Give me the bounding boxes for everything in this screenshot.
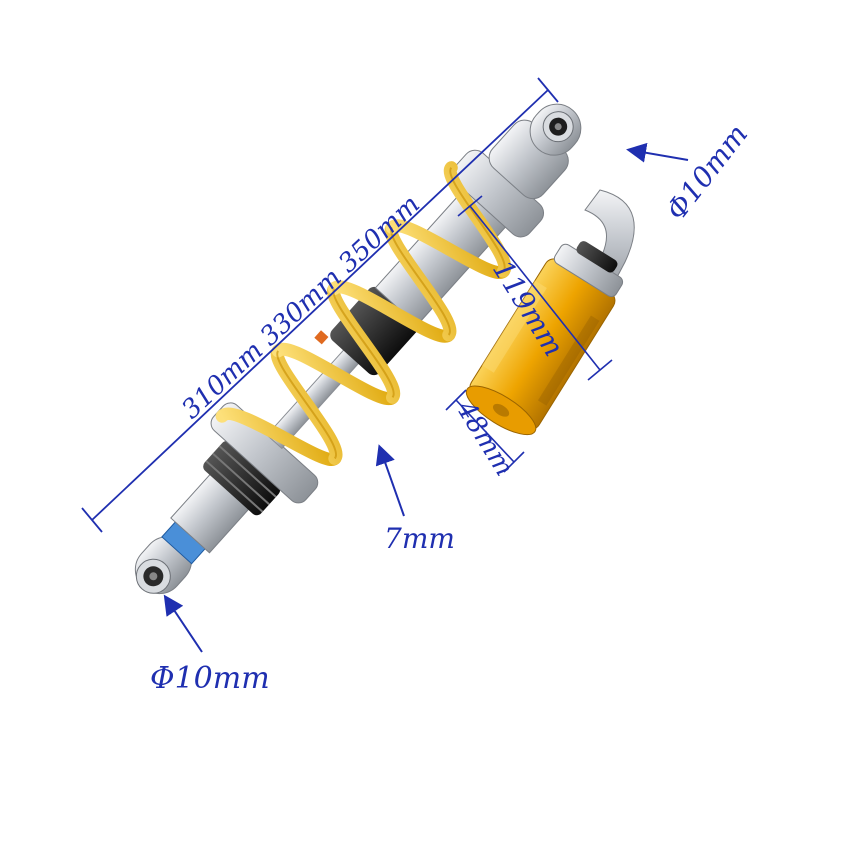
top-mount-eye: [529, 103, 582, 156]
spring-wire-arrow: [375, 444, 405, 517]
bottom-eye-diameter-label: Φ10mm: [150, 661, 270, 696]
gas-reservoir: [465, 241, 624, 436]
bottom-eye-arrow: [163, 594, 203, 653]
reservoir-diameter-dimension: [445, 389, 525, 473]
preload-marker: [314, 330, 329, 345]
top-eye-diameter-label: Φ10mm: [660, 118, 755, 226]
shock-body: [134, 103, 582, 595]
spring-wire-label: 7mm: [384, 522, 455, 555]
top-eye-arrow: [626, 142, 689, 163]
overall-length-dimension: [81, 77, 559, 533]
reservoir-length-dimension: [457, 195, 613, 381]
